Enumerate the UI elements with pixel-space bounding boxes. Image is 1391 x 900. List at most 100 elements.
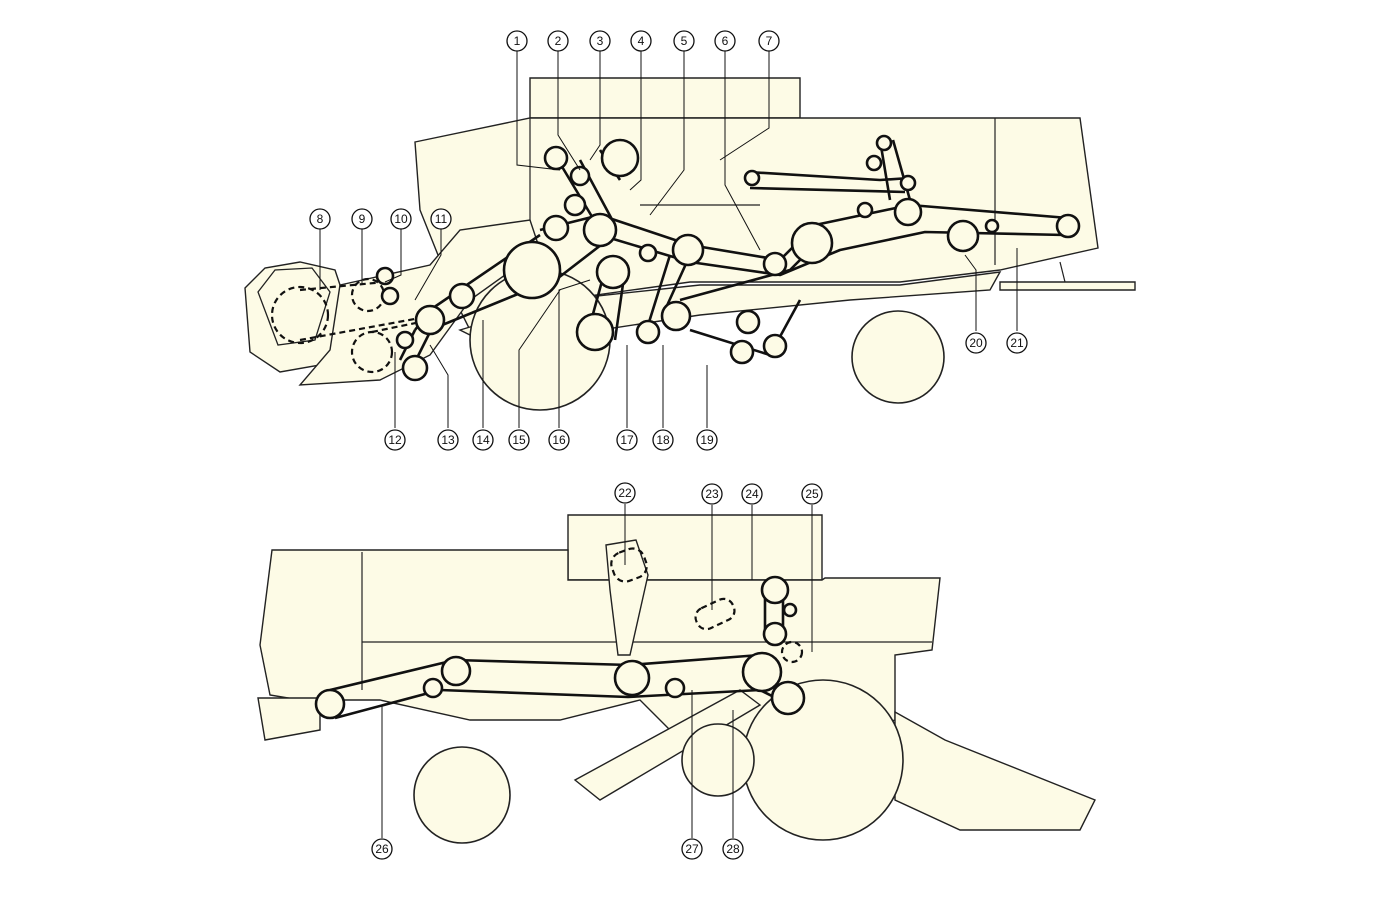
callout-label: 18 bbox=[656, 433, 670, 447]
leader-lines bbox=[319, 51, 1018, 838]
callout-27: 27 bbox=[681, 838, 703, 860]
callout-13: 13 bbox=[437, 429, 459, 451]
callout-23: 23 bbox=[701, 483, 723, 505]
callout-label: 10 bbox=[394, 212, 408, 226]
top-pulley-n bbox=[638, 243, 658, 263]
callout-2: 2 bbox=[547, 30, 569, 52]
top-pulley-x bbox=[856, 201, 874, 219]
top-dashed-belt-1 bbox=[299, 280, 386, 292]
callout-22: 22 bbox=[614, 482, 636, 504]
top-pulley-c bbox=[414, 304, 446, 336]
top-pulley-r bbox=[660, 300, 692, 332]
callout-label: 27 bbox=[685, 842, 699, 856]
top-pulley-q bbox=[635, 319, 661, 345]
top-pulley-main bbox=[502, 240, 562, 300]
callout-label: 7 bbox=[766, 34, 773, 48]
top-belt-upper bbox=[747, 170, 911, 194]
top-pulley-ac bbox=[743, 169, 761, 187]
callout-1: 1 bbox=[506, 30, 528, 52]
top-pulley-h bbox=[543, 145, 569, 171]
callout-12: 12 bbox=[384, 429, 406, 451]
callout-25: 25 bbox=[801, 483, 823, 505]
callout-18: 18 bbox=[652, 429, 674, 451]
bottom-pulley-a bbox=[314, 688, 346, 720]
top-dashed-belt-2 bbox=[299, 316, 421, 342]
bottom-belt-long bbox=[329, 653, 791, 720]
callout-label: 13 bbox=[441, 433, 455, 447]
bottom-pulley-f bbox=[741, 651, 783, 693]
top-pulley-p bbox=[671, 233, 705, 267]
top-pulley-k bbox=[563, 193, 587, 217]
bottom-combine-view bbox=[257, 514, 1096, 844]
bottom-pulley-e bbox=[664, 677, 686, 699]
callout-label: 20 bbox=[969, 336, 983, 350]
callout-4: 4 bbox=[630, 30, 652, 52]
callout-19: 19 bbox=[696, 429, 718, 451]
top-belt-cleaning bbox=[643, 239, 821, 357]
bottom-pulley-c bbox=[440, 655, 472, 687]
callout-7: 7 bbox=[758, 30, 780, 52]
bottom-dashed-pulley bbox=[780, 640, 804, 664]
callout-label: 12 bbox=[388, 433, 402, 447]
top-grain-tank bbox=[529, 77, 801, 119]
top-pulley-ad bbox=[946, 219, 980, 253]
callout-label: 8 bbox=[317, 212, 324, 226]
bottom-pulley-i bbox=[762, 621, 788, 647]
bottom-header bbox=[894, 710, 1096, 831]
callout-label: 1 bbox=[514, 34, 521, 48]
top-pulley-aa bbox=[875, 134, 893, 152]
callout-24: 24 bbox=[741, 483, 763, 505]
callout-28: 28 bbox=[722, 838, 744, 860]
top-hitch-leg bbox=[1059, 261, 1066, 283]
callout-label: 23 bbox=[705, 487, 719, 501]
top-pulley-m bbox=[595, 254, 631, 290]
top-pulley-z bbox=[899, 174, 917, 192]
top-reel-pulley-dashed bbox=[270, 285, 330, 345]
top-pulley-w bbox=[762, 333, 788, 359]
bottom-pulley-j bbox=[782, 602, 798, 618]
bottom-pulley-g bbox=[770, 680, 806, 716]
callout-8: 8 bbox=[309, 208, 331, 230]
bottom-pulley-b bbox=[422, 677, 444, 699]
callout-label: 4 bbox=[638, 34, 645, 48]
callout-label: 6 bbox=[722, 34, 729, 48]
callout-label: 14 bbox=[476, 433, 490, 447]
bottom-dashed-drive-2 bbox=[694, 597, 736, 631]
bottom-mid-hub bbox=[681, 723, 755, 797]
top-pulley-ae bbox=[984, 218, 1000, 234]
callout-16: 16 bbox=[548, 429, 570, 451]
callout-15: 15 bbox=[508, 429, 530, 451]
callout-26: 26 bbox=[371, 838, 393, 860]
callout-5: 5 bbox=[673, 30, 695, 52]
bottom-pulley-d bbox=[613, 659, 651, 697]
callout-11: 11 bbox=[430, 208, 452, 230]
bottom-spreader bbox=[257, 697, 321, 741]
top-pulley-u bbox=[735, 309, 761, 335]
bottom-rear-wheel bbox=[413, 746, 511, 844]
callout-label: 26 bbox=[375, 842, 389, 856]
top-pulley-f bbox=[448, 282, 476, 310]
bottom-dashed-drive-1 bbox=[610, 547, 648, 583]
callout-label: 19 bbox=[700, 433, 714, 447]
top-pulley-af bbox=[1055, 213, 1081, 239]
top-pulley-t bbox=[790, 221, 834, 265]
callout-14: 14 bbox=[472, 429, 494, 451]
callout-label: 28 bbox=[726, 842, 740, 856]
callout-6: 6 bbox=[714, 30, 736, 52]
callout-label: 17 bbox=[620, 433, 634, 447]
top-pulley-s bbox=[762, 251, 788, 277]
top-pulley-l bbox=[582, 212, 618, 248]
top-pulley-g bbox=[542, 214, 570, 242]
bottom-unloader-tube bbox=[573, 689, 762, 801]
top-combine-view bbox=[244, 77, 1136, 411]
callout-20: 20 bbox=[965, 332, 987, 354]
callout-label: 5 bbox=[681, 34, 688, 48]
callout-21: 21 bbox=[1006, 332, 1028, 354]
top-pulley-y bbox=[893, 197, 923, 227]
callout-3: 3 bbox=[589, 30, 611, 52]
callout-label: 16 bbox=[552, 433, 566, 447]
top-pulley-d bbox=[395, 330, 415, 350]
callout-label: 21 bbox=[1010, 336, 1024, 350]
top-pulley-ab bbox=[865, 154, 883, 172]
